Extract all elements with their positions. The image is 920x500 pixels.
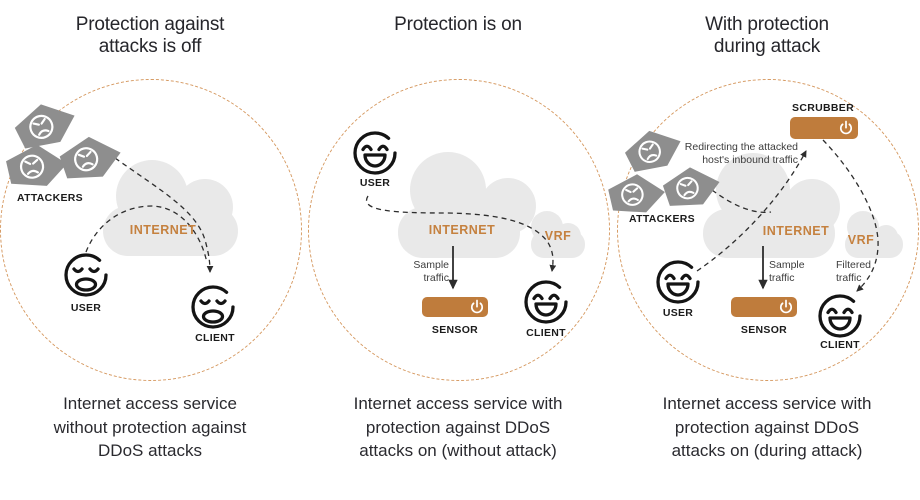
panel2-caption: Internet access service with protection … [353, 394, 563, 460]
redirect-traffic-label: Redirecting the attacked host's inbound … [684, 141, 798, 166]
user-label-panel1: USER [70, 302, 102, 314]
panel1-title-line1: Protection against [75, 14, 225, 35]
panel3-caption: Internet access service with protection … [662, 394, 872, 460]
panel2-title: Protection is on [338, 14, 578, 36]
filtered-traffic-label: Filtered traffic [836, 259, 872, 284]
vrf-label-panel2: VRF [544, 229, 572, 243]
attackers-label-panel1: ATTACKERS [17, 192, 83, 204]
scrubber-label: SCRUBBER [792, 102, 854, 114]
client-label-panel2: CLIENT [526, 327, 566, 339]
protection-boundary-circle-3 [617, 79, 919, 381]
protection-boundary-circle-1 [0, 79, 302, 381]
sample-traffic-label-panel2: Sample traffic [413, 259, 449, 284]
sensor-box-panel2 [422, 297, 488, 317]
panel1-title-line2: attacks is off [98, 36, 202, 57]
panel3-title-line2: during attack [713, 36, 821, 57]
panel3-title-line1: With protection [705, 14, 829, 35]
client-label-panel3: CLIENT [820, 339, 860, 351]
internet-label-panel2: INTERNET [428, 223, 496, 237]
client-label-panel1: CLIENT [195, 332, 235, 344]
sample-traffic-label-panel3: Sample traffic [769, 259, 805, 284]
panel2-title-line1: Protection is on [394, 14, 522, 35]
sensor-label-panel3: SENSOR [740, 324, 788, 336]
user-label-panel2: USER [359, 177, 391, 189]
vrf-label-panel3: VRF [847, 233, 875, 247]
internet-label-panel1: INTERNET [129, 223, 197, 237]
scrubber-box [790, 117, 858, 139]
internet-label-panel3: INTERNET [762, 224, 830, 238]
user-label-panel3: USER [662, 307, 694, 319]
protection-boundary-circle-2 [308, 79, 610, 381]
sensor-label-panel2: SENSOR [431, 324, 479, 336]
sensor-box-panel3 [731, 297, 797, 317]
attackers-label-panel3: ATTACKERS [629, 213, 695, 225]
panel3-title: With protection during attack [647, 14, 887, 58]
panel1-title: Protection against attacks is off [30, 14, 270, 58]
panel1-caption: Internet access service without protecti… [53, 394, 247, 460]
